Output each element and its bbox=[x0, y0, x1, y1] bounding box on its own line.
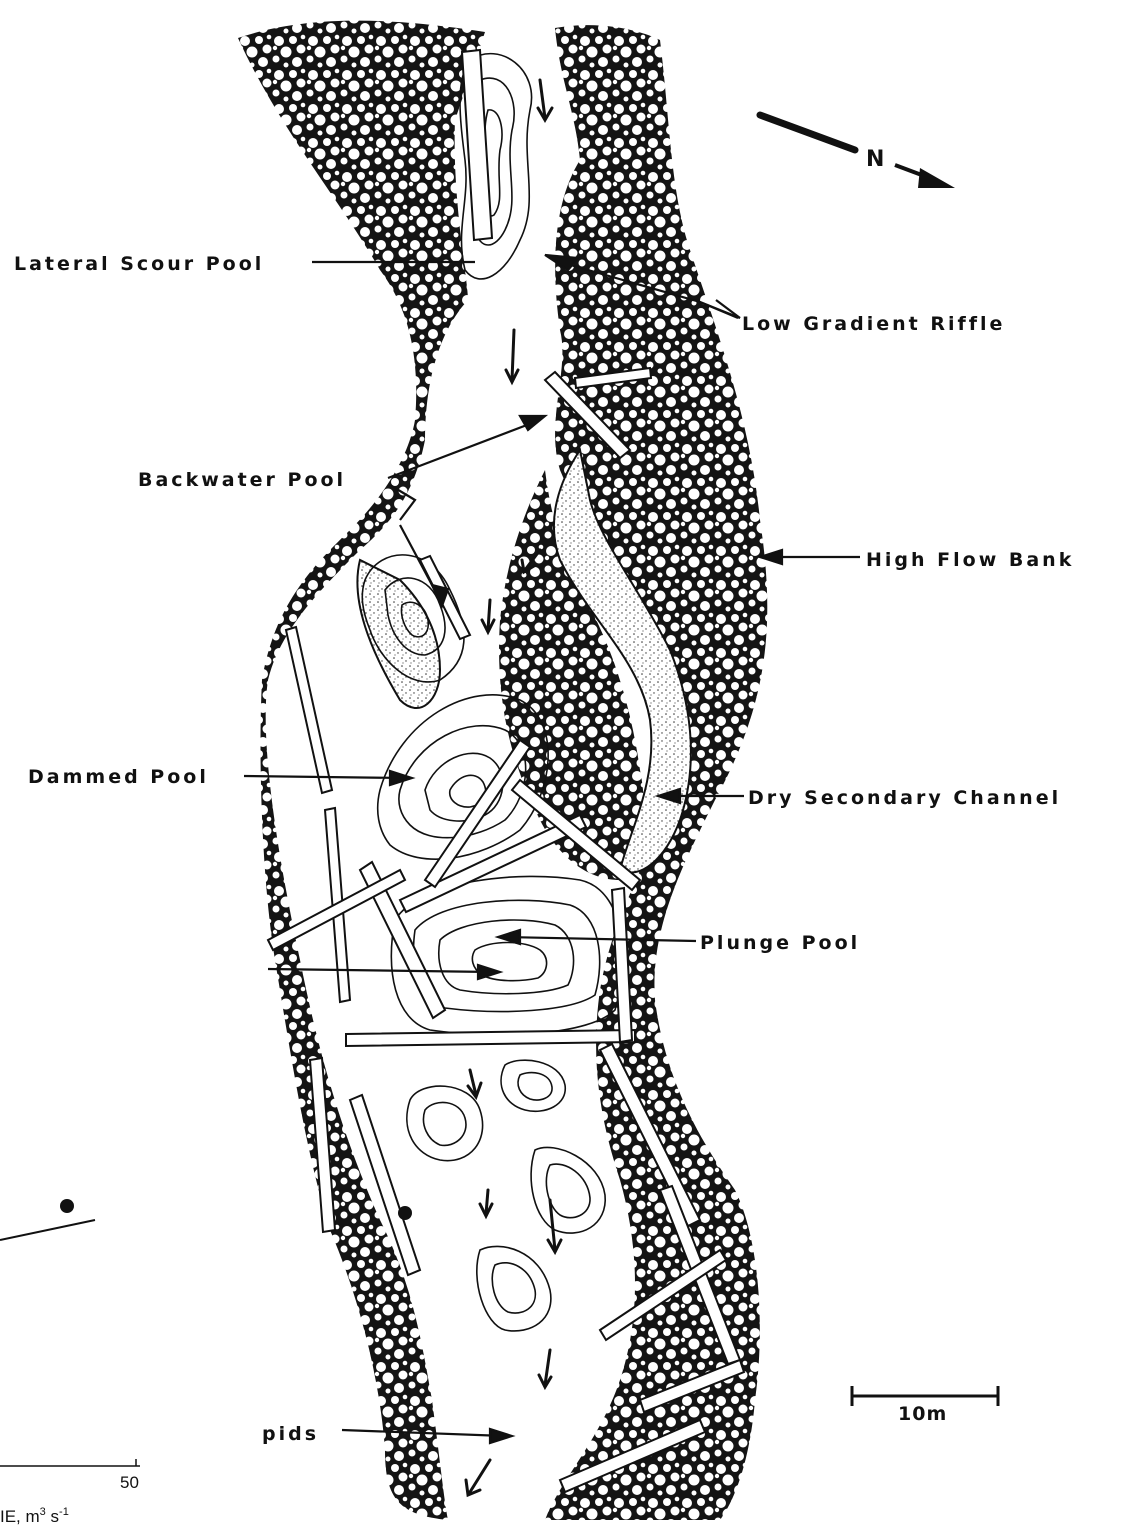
label-dry-secondary-channel: Dry Secondary Channel bbox=[748, 787, 1061, 809]
label-dammed-pool: Dammed Pool bbox=[28, 766, 209, 788]
label-lateral-scour-pool: Lateral Scour Pool bbox=[14, 253, 264, 275]
inset-trend-line bbox=[0, 1220, 95, 1240]
gravel-bank bbox=[238, 21, 485, 1520]
sand-patch bbox=[357, 560, 440, 708]
label-rapids-fragment: pids bbox=[262, 1423, 319, 1445]
label-low-gradient-riffle: Low Gradient Riffle bbox=[742, 313, 1005, 335]
inset-data-point bbox=[60, 1199, 74, 1213]
riffle-boulder-contours bbox=[407, 1060, 605, 1331]
inset-data-point bbox=[398, 1206, 412, 1220]
north-label: N bbox=[866, 147, 884, 172]
inset-axis-label: IE, m3 s-1 bbox=[0, 1506, 69, 1526]
label-backwater-pool: Backwater Pool bbox=[138, 469, 346, 491]
north-arrow-icon bbox=[760, 115, 955, 188]
scale-bar-label: 10m bbox=[898, 1403, 947, 1425]
inset-tick-label: 50 bbox=[120, 1473, 139, 1492]
label-plunge-pool: Plunge Pool bbox=[700, 932, 860, 954]
label-high-flow-bank: High Flow Bank bbox=[866, 549, 1074, 571]
